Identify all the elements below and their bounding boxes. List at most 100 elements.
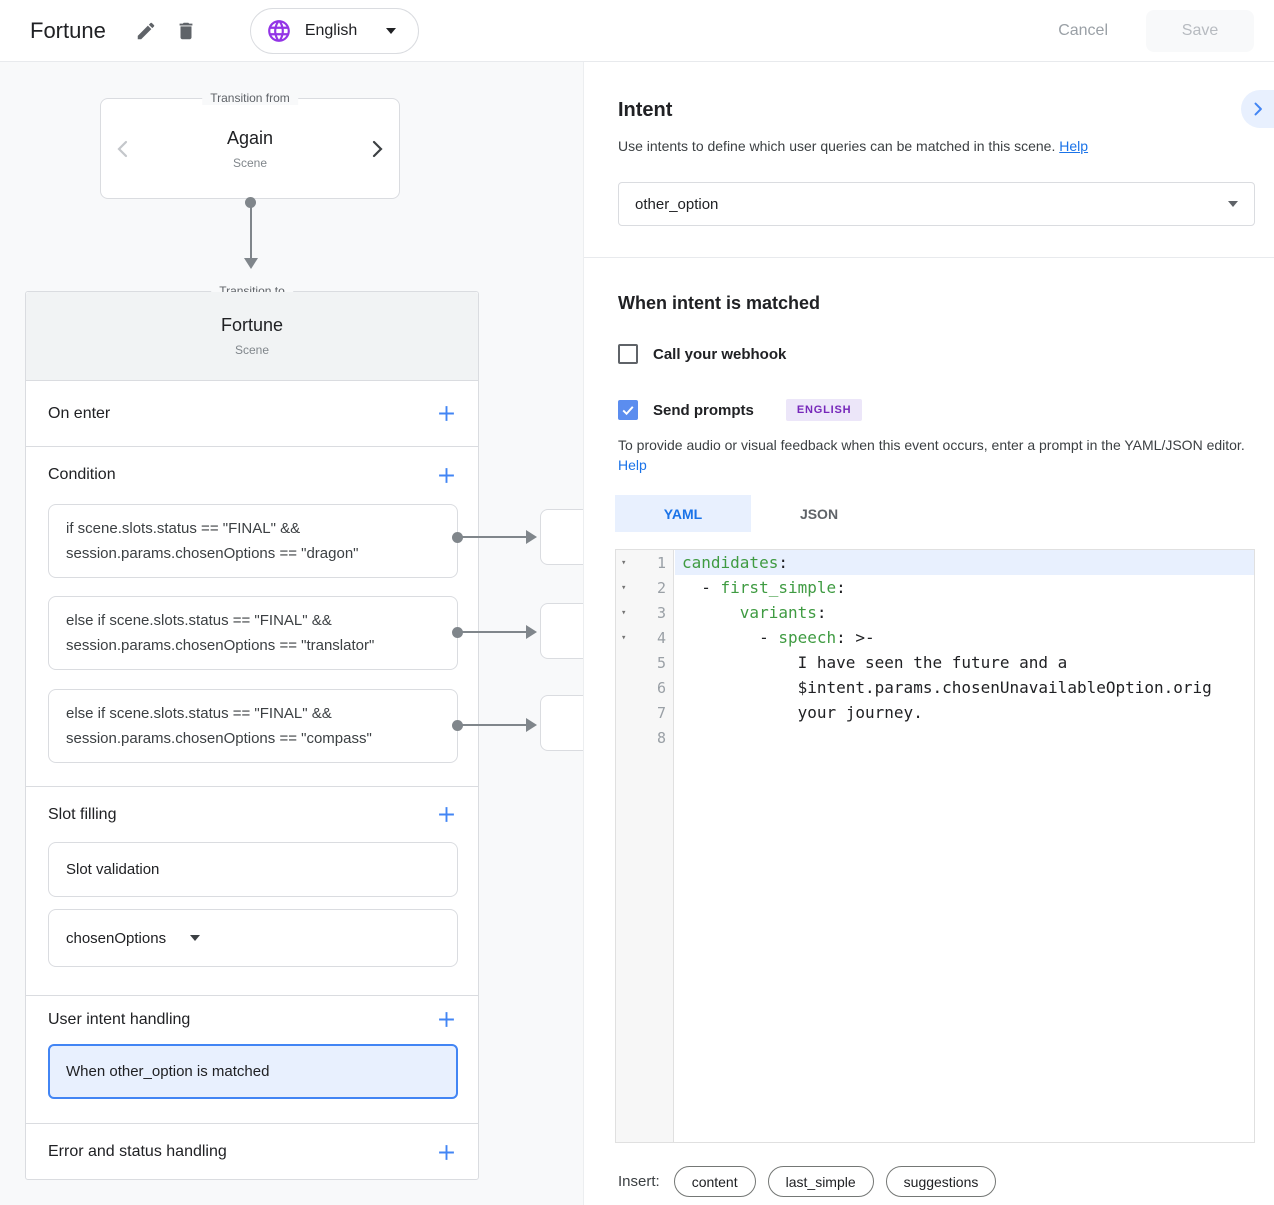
insert-content-chip[interactable]: content — [673, 1166, 756, 1197]
code-line[interactable]: ▾4 - speech: >- — [616, 625, 1254, 650]
plus-icon — [437, 466, 456, 485]
page-title: Fortune — [30, 17, 106, 43]
gutter-cell: 5 — [616, 650, 675, 675]
code-text — [675, 725, 1254, 750]
transition-from-card[interactable]: Transition from Again Scene — [100, 91, 400, 199]
error-status-section: Error and status handling — [26, 1123, 478, 1181]
chevron-left-icon — [117, 140, 128, 158]
line-number: 2 — [656, 578, 666, 597]
tab-yaml[interactable]: YAML — [615, 495, 751, 532]
add-slot-button[interactable] — [437, 805, 456, 824]
user-intent-section: User intent handling — [26, 995, 478, 1044]
matched-section-title: When intent is matched — [618, 293, 821, 313]
editor-gutter — [616, 550, 674, 1142]
transition-target-stub[interactable] — [540, 603, 583, 659]
gutter-cell: ▾3 — [616, 600, 675, 625]
condition-card-compass[interactable]: else if scene.slots.status == "FINAL" &&… — [48, 689, 458, 763]
help-link[interactable]: Help — [1059, 138, 1089, 154]
condition-card-dragon[interactable]: if scene.slots.status == "FINAL" && sess… — [48, 504, 458, 578]
topbar: Fortune English Cancel Save — [0, 0, 1274, 62]
gutter-cell: ▾2 — [616, 575, 675, 600]
insert-suggestions-chip[interactable]: suggestions — [885, 1166, 997, 1197]
code-line[interactable]: ▾2 - first_simple: — [616, 575, 1254, 600]
check-icon — [620, 402, 636, 418]
add-intent-handler-button[interactable] — [437, 1010, 456, 1029]
slot-validation-card[interactable]: Slot validation — [48, 842, 458, 897]
transition-to-card: Transition to Fortune Scene On enter Con… — [25, 284, 479, 1181]
add-condition-button[interactable] — [437, 466, 456, 485]
fold-arrow-icon[interactable]: ▾ — [621, 607, 627, 618]
code-line[interactable]: 7 your journey. — [616, 700, 1254, 725]
gutter-cell: 8 — [616, 725, 675, 750]
language-selector[interactable]: English — [249, 7, 420, 54]
condition-card-translator[interactable]: else if scene.slots.status == "FINAL" &&… — [48, 596, 458, 670]
chevron-right-icon — [1248, 99, 1268, 119]
prev-scene-button[interactable] — [117, 140, 128, 158]
code-line[interactable]: 6 $intent.params.chosenUnavailableOption… — [616, 675, 1254, 700]
intent-handler-card-selected[interactable]: When other_option is matched — [48, 1044, 458, 1099]
slot-filling-label: Slot filling — [48, 805, 117, 823]
next-scene-button[interactable] — [372, 140, 383, 158]
send-prompts-checkbox-row[interactable]: Send prompts ENGLISH — [618, 399, 863, 421]
error-status-label: Error and status handling — [48, 1143, 227, 1160]
language-badge: ENGLISH — [785, 399, 863, 421]
condition-section: Condition — [26, 446, 478, 504]
delete-scene-button[interactable] — [166, 11, 206, 51]
caret-down-icon — [386, 27, 397, 34]
pencil-icon — [135, 20, 157, 42]
slot-filling-section: Slot filling — [26, 787, 478, 842]
connector-dot — [452, 720, 463, 731]
code-line[interactable]: ▾3 variants: — [616, 600, 1254, 625]
line-number: 1 — [656, 553, 666, 572]
plus-icon — [437, 1143, 456, 1162]
intent-select-value: other_option — [635, 195, 719, 213]
transition-target-stub[interactable] — [540, 509, 583, 565]
user-intent-label: User intent handling — [48, 1010, 191, 1028]
line-number: 6 — [656, 678, 666, 697]
connector-arrowhead — [526, 625, 537, 639]
edit-scene-button[interactable] — [126, 11, 166, 51]
send-prompts-label: Send prompts — [653, 401, 754, 419]
cancel-button[interactable]: Cancel — [1058, 21, 1108, 39]
add-error-handler-button[interactable] — [437, 1143, 456, 1162]
slot-chosenoptions-card[interactable]: chosenOptions — [48, 909, 458, 967]
line-number: 8 — [656, 728, 666, 747]
transition-target-stub[interactable] — [540, 695, 583, 751]
connector-line — [250, 202, 252, 258]
line-number: 3 — [656, 603, 666, 622]
code-line[interactable]: 5 I have seen the future and a — [616, 650, 1254, 675]
save-button[interactable]: Save — [1146, 9, 1254, 52]
editor-tabs: YAML JSON — [615, 495, 887, 532]
scene-name: Fortune — [220, 315, 284, 335]
fold-arrow-icon[interactable]: ▾ — [621, 557, 627, 568]
intent-detail-panel: Intent Use intents to define which user … — [583, 62, 1274, 1205]
tab-json[interactable]: JSON — [751, 495, 887, 532]
connector-arrowhead — [526, 718, 537, 732]
insert-toolbar: Insert: content last_simple suggestions — [618, 1166, 997, 1197]
collapse-panel-button[interactable] — [1241, 90, 1274, 128]
connector-dot — [452, 627, 463, 638]
transition-from-subtitle: Scene — [232, 155, 268, 170]
help-link[interactable]: Help — [618, 457, 647, 473]
scene-type-label: Scene — [234, 343, 270, 357]
line-number: 4 — [656, 628, 666, 647]
main-area: Transition from Again Scene — [0, 62, 1274, 1205]
intent-select[interactable]: other_option — [618, 182, 1255, 226]
line-number: 5 — [656, 653, 666, 672]
gutter-cell: ▾1 — [616, 550, 675, 575]
add-on-enter-button[interactable] — [437, 404, 456, 423]
webhook-checkbox-row[interactable]: Call your webhook — [618, 344, 786, 364]
code-line[interactable]: 8 — [616, 725, 1254, 750]
panel-title: Intent — [618, 99, 673, 121]
insert-last-simple-chip[interactable]: last_simple — [767, 1166, 874, 1197]
fold-arrow-icon[interactable]: ▾ — [621, 582, 627, 593]
fold-arrow-icon[interactable]: ▾ — [621, 632, 627, 643]
webhook-checkbox[interactable] — [618, 344, 638, 364]
section-divider — [584, 257, 1274, 258]
plus-icon — [437, 404, 456, 423]
send-prompts-checkbox[interactable] — [618, 400, 638, 420]
connector-arrowhead — [244, 258, 258, 269]
